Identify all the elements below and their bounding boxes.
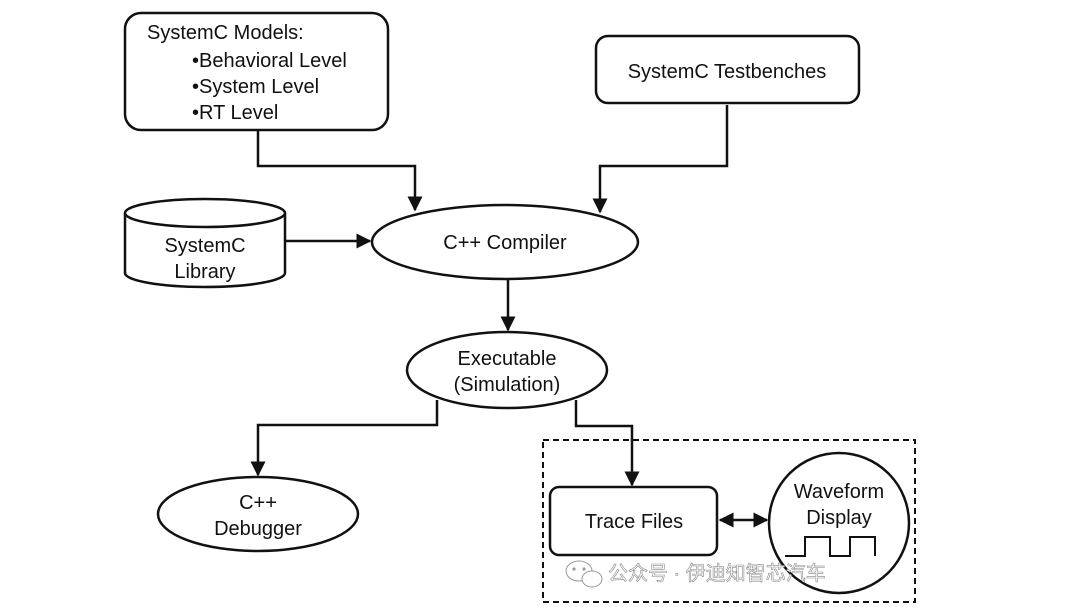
executable-line1: Executable (458, 348, 557, 370)
models-item-system: •System Level (192, 76, 319, 98)
compiler-label: C++ Compiler (443, 232, 567, 254)
square-wave-icon (785, 536, 876, 557)
cpp-debugger-node: C++ Debugger (156, 475, 360, 553)
library-line1: SystemC (164, 235, 245, 257)
edge-testbenches-to-compiler (592, 105, 729, 214)
models-item-behavioral: •Behavioral Level (192, 50, 347, 72)
systemc-testbenches-box: SystemC Testbenches (594, 34, 861, 105)
edge-executable-to-debugger (250, 400, 439, 477)
edge-models-to-compiler (256, 130, 423, 212)
waveform-display-node: Waveform Display (767, 451, 911, 595)
waveform-line1: Waveform (794, 481, 884, 503)
testbenches-label: SystemC Testbenches (628, 61, 827, 83)
watermark-text: 公众号 · 伊迪知智芯汽车 (608, 562, 826, 585)
debugger-line2: Debugger (214, 518, 302, 540)
debugger-line1: C++ (239, 492, 277, 514)
wechat-icon (565, 560, 603, 588)
models-item-rt: •RT Level (192, 102, 278, 124)
waveform-line2: Display (806, 507, 872, 529)
trace-files-label: Trace Files (585, 511, 683, 533)
cpp-compiler-node: C++ Compiler (370, 203, 640, 281)
watermark: 公众号 · 伊迪知智芯汽车 (565, 560, 826, 588)
output-group-frame (542, 439, 916, 603)
executable-line2: (Simulation) (454, 374, 561, 396)
trace-files-box: Trace Files (548, 485, 719, 557)
executable-node: Executable (Simulation) (405, 330, 609, 410)
systemc-library-cylinder: SystemC Library (123, 197, 287, 289)
models-title: SystemC Models: (147, 22, 304, 44)
library-line2: Library (174, 261, 235, 283)
edge-executable-to-trace-files (574, 400, 640, 487)
systemc-models-box: SystemC Models: •Behavioral Level •Syste… (123, 11, 390, 132)
